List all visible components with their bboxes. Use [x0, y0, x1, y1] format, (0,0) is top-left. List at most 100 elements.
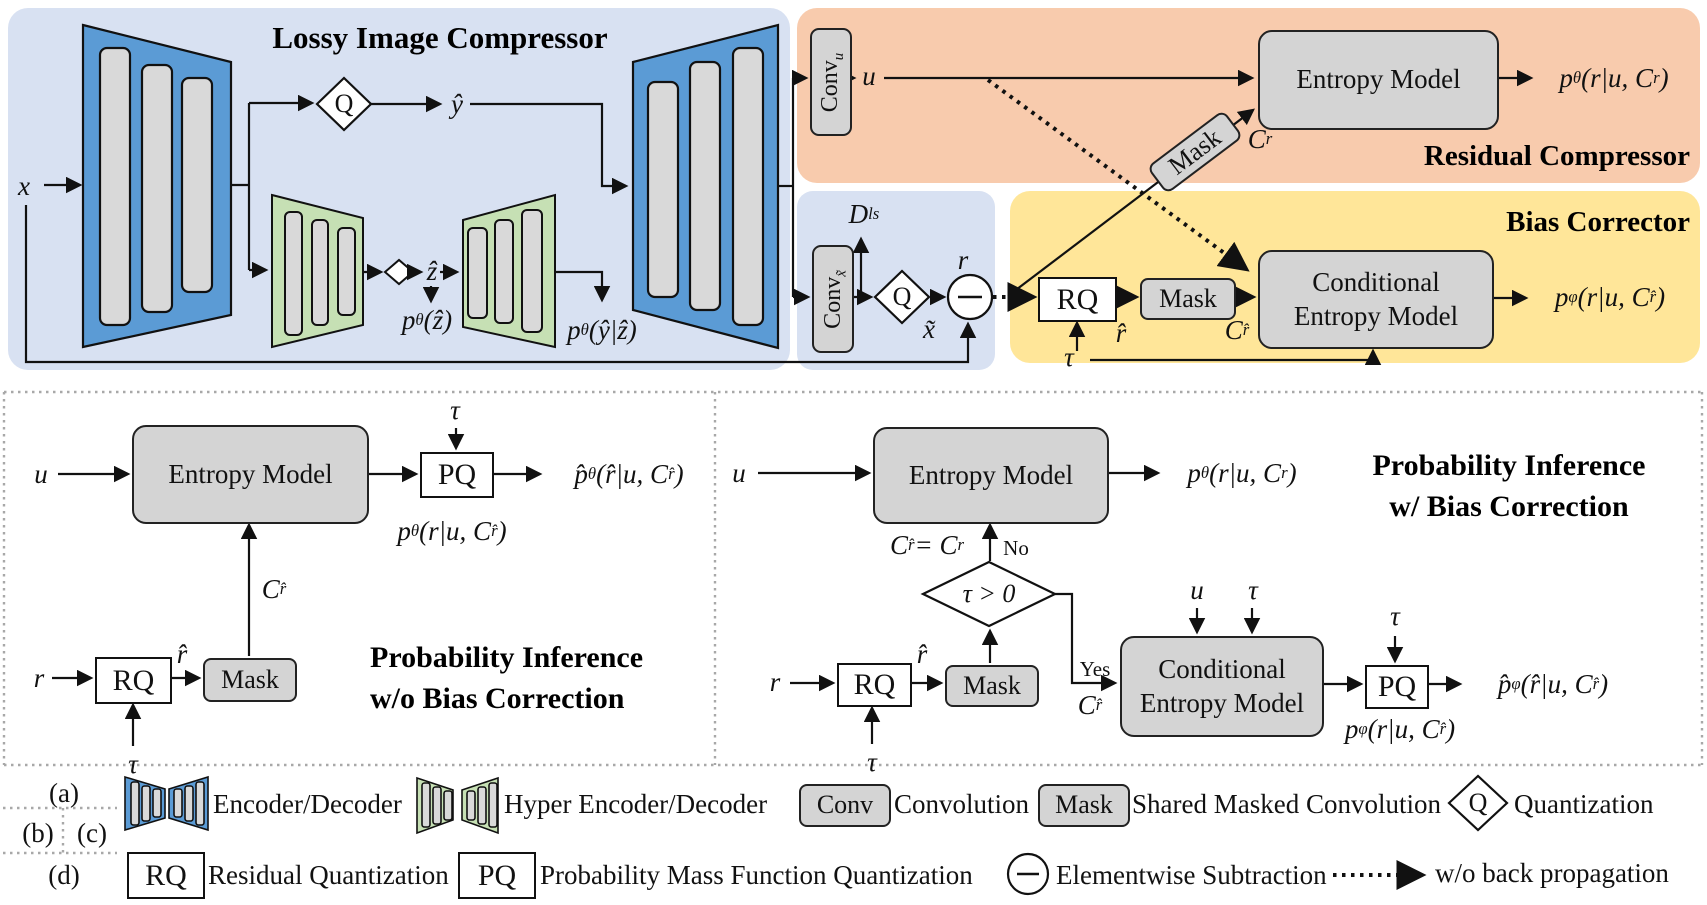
mask-label-3: Mask: [963, 670, 1021, 700]
legend-rq-label: RQ: [145, 858, 187, 892]
label-r-hat-panel-c: r̂: [916, 638, 928, 669]
connectors-panel-b: [52, 428, 543, 746]
label-x-tilde: x̃: [923, 313, 935, 344]
label-yes: Yes: [1079, 656, 1111, 681]
rq-box-panel-b: RQ: [95, 657, 172, 704]
label-y-hat: ŷ: [451, 88, 463, 119]
label-tau-rq-panel-c: τ: [867, 746, 877, 777]
legend-quantization-label: Quantization: [1514, 789, 1654, 819]
legend-conv-label: Conv: [816, 790, 874, 820]
legend-subtraction-icon: [1006, 852, 1050, 896]
conditional-label: Conditional: [1312, 266, 1440, 297]
rq-label-3: RQ: [853, 668, 896, 701]
q-diamond-label-y: Q: [334, 89, 354, 118]
legend-hyper-encoder-decoder-label: Hyper Encoder/Decoder: [504, 789, 768, 819]
conditional-entropy-model-box-bias: Conditional Entropy Model: [1258, 250, 1494, 349]
panel-c-title-line2: w/ Bias Correction: [1389, 489, 1629, 523]
label-u-panel-b: u: [34, 458, 48, 489]
panel-b-title-line1: Probability Inference: [370, 641, 644, 674]
legend-quantization-icon: [1447, 774, 1509, 832]
panel-b-title-line2: w/o Bias Correction: [370, 681, 625, 715]
conv-u-box: Convu: [810, 28, 852, 136]
legend-shared-masked-convolution-label: Shared Masked Convolution: [1132, 789, 1441, 819]
decoder-icon: [631, 23, 780, 350]
legend-pq-box: PQ: [458, 852, 536, 899]
lossy-compressor-title: Lossy Image Compressor: [272, 20, 608, 55]
legend-wo-back-propagation-label: w/o back propagation: [1435, 858, 1669, 888]
rq-box-panel-c: RQ: [837, 663, 912, 707]
pq-box-panel-b: PQ: [420, 452, 494, 498]
label-u-top: u: [862, 60, 876, 91]
mask-box-bias: Mask: [1140, 278, 1236, 320]
panel-divider-lines: [2, 390, 1704, 855]
label-x: x: [18, 170, 30, 201]
entropy-model-box-panel-c: Entropy Model: [873, 427, 1109, 524]
subtraction-node: [946, 273, 994, 321]
label-no: No: [1003, 535, 1029, 560]
quantizer-diamond-z: [383, 258, 415, 286]
label-r-panel-c: r: [769, 666, 781, 697]
legend-encoder-decoder-icon: [124, 775, 209, 832]
legend-residual-quantization-label: Residual Quantization: [208, 860, 449, 890]
panel-label-a: (a): [49, 777, 79, 808]
label-r-top: r: [957, 244, 969, 275]
legend-pmf-quantization-label: Probability Mass Function Quantization: [540, 860, 973, 890]
conditional-entropy-model-box-panel-c: Conditional Entropy Model: [1120, 636, 1324, 737]
panel-label-c: (c): [77, 817, 107, 848]
tau-decision-label: τ > 0: [962, 579, 1016, 608]
legend-pq-label: PQ: [477, 858, 517, 892]
label-r-panel-b: r: [33, 662, 45, 693]
entropy-model-label: Entropy Model: [1296, 64, 1461, 95]
label-tau-pq-panel-c: τ: [1390, 600, 1400, 631]
entropy-model-label-3: Entropy Model: [168, 458, 333, 489]
label-tau-rq-panel-b: τ: [128, 748, 138, 779]
mask-box-panel-b: Mask: [203, 658, 297, 702]
pq-label-2: PQ: [1377, 670, 1417, 703]
legend-mask-label: Mask: [1055, 790, 1113, 820]
entropy-model-label-4: Entropy Model: [908, 459, 1074, 490]
entropy-model-label-2: Entropy Model: [1293, 300, 1459, 331]
conv-u-label: Convu: [817, 52, 848, 112]
panel-c-title: Probability Inference w/ Bias Correction: [1350, 446, 1668, 527]
quantizer-diamond-xtilde: [873, 269, 931, 325]
legend-hyper-encoder-decoder-icon: [416, 776, 499, 835]
panel-b-title: Probability Inference w/o Bias Correctio…: [370, 638, 670, 719]
legend-convolution-label: Convolution: [894, 789, 1030, 819]
rq-label-2: RQ: [112, 663, 155, 697]
label-tau-pq-panel-b: τ: [450, 394, 460, 425]
panel-label-b: (b): [22, 817, 54, 848]
region-residual-compressor: [797, 8, 1700, 183]
q-diamond-label-xtilde: Q: [892, 282, 912, 311]
entropy-model-box-residual: Entropy Model: [1258, 30, 1499, 130]
mask-box-panel-c: Mask: [945, 665, 1039, 707]
legend-elementwise-subtraction-label: Elementwise Subtraction: [1056, 860, 1327, 890]
label-u-cem-panel-c: u: [1190, 574, 1204, 605]
conv-x-label: Convx̃: [819, 269, 850, 329]
mask-label-bias: Mask: [1159, 283, 1217, 313]
legend-rq-box: RQ: [127, 852, 205, 899]
conditional-label-2: Conditional: [1158, 653, 1286, 684]
panel-label-d: (d): [48, 859, 80, 890]
hyper-encoder-icon: [271, 193, 364, 349]
legend-conv-box: Conv: [799, 784, 891, 827]
panel-c-title-line1: Probability Inference: [1372, 449, 1646, 482]
label-r-hat-bias: r̂: [1115, 317, 1127, 348]
pq-label: PQ: [437, 458, 477, 491]
legend-encoder-decoder-label: Encoder/Decoder: [213, 789, 402, 819]
label-r-hat-panel-b: r̂: [176, 638, 188, 669]
